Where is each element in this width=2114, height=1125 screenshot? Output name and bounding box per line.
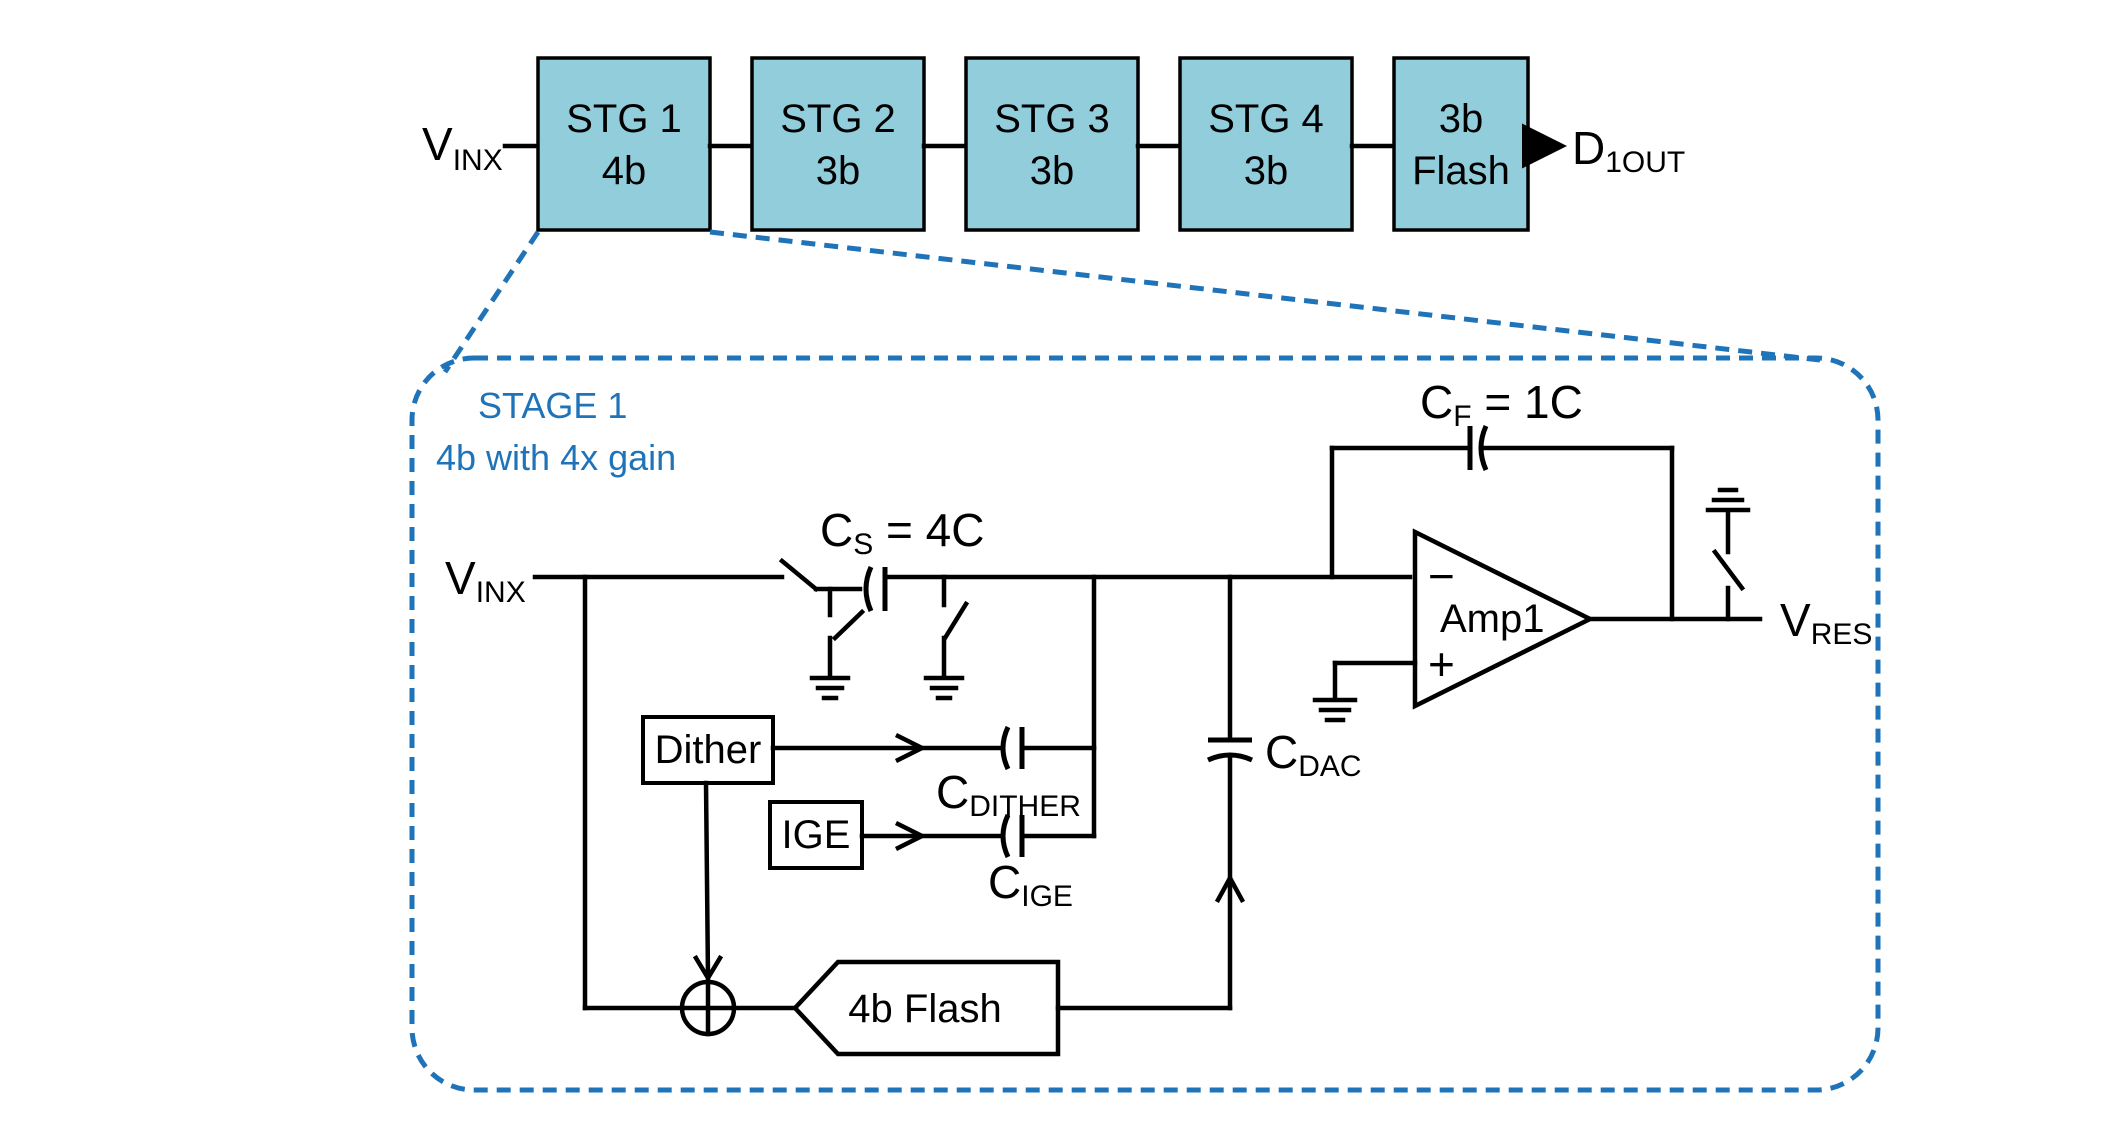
ground-icon (1312, 697, 1358, 723)
dither-arrow (894, 732, 928, 764)
amp1-label: Amp1 (1440, 597, 1545, 641)
stage1-title: STAGE 1 (478, 385, 627, 426)
stage-1-line1: STG 1 (566, 97, 682, 141)
cige-plate-curved (1000, 813, 1011, 859)
stage-box-flash (1392, 56, 1530, 232)
dither-adder-arrow (692, 954, 724, 983)
ige-block (768, 800, 864, 870)
cige-label: CIGE (988, 856, 1073, 913)
ground-icon (923, 675, 965, 701)
ground-icon (1705, 487, 1751, 513)
stage-4-line1: STG 4 (1208, 97, 1324, 141)
pipeline-input-label: VINX (422, 118, 503, 177)
stage1-schematic: VINX CS = 4C Dither (445, 376, 1872, 1057)
amp1-triangle (1412, 528, 1596, 710)
ground-icon (809, 675, 851, 701)
gnd-switch-left-blade (831, 608, 866, 642)
cdither-label: CDITHER (936, 766, 1081, 823)
reset-switch-blade (1711, 548, 1746, 592)
pipeline-output-label: D1OUT (1572, 122, 1685, 179)
input-switch (778, 557, 820, 593)
ige-arrow (894, 820, 928, 852)
stage-box-3 (964, 56, 1140, 232)
stage-2-line1: STG 2 (780, 97, 896, 141)
stage-3-line2: 3b (1030, 149, 1075, 193)
flash-label: 4b Flash (848, 987, 1001, 1031)
stage-box-1 (536, 56, 712, 232)
cs-label: CS = 4C (820, 504, 984, 561)
stage-5-line1: 3b (1439, 97, 1484, 141)
zoom-line-right (709, 229, 1821, 363)
zoom-line-left (442, 230, 541, 374)
amp-minus: − (1428, 550, 1455, 602)
amp-plus: + (1428, 638, 1455, 690)
cdac-arrow (1214, 873, 1246, 904)
stage-box-2 (750, 56, 926, 232)
dither-label: Dither (655, 728, 762, 772)
cdither-plate-curved (1000, 725, 1011, 771)
ige-label: IGE (782, 813, 851, 857)
vres-label: VRES (1780, 594, 1872, 651)
pipeline: VINX STG 1 4b STG 2 3b STG 3 3b STG 4 3b… (422, 56, 1685, 232)
gnd-switch-right-blade (941, 600, 970, 642)
stage-1-line2: 4b (602, 149, 647, 193)
cs-plate-curved (863, 565, 874, 613)
stage-5-line2: Flash (1412, 149, 1510, 193)
dither-to-adder-wire (703, 780, 711, 981)
stage-3-line1: STG 3 (994, 97, 1110, 141)
stage1-detail-frame (409, 355, 1881, 1093)
stage1-subtitle: 4b with 4x gain (436, 437, 676, 478)
stage-4-line2: 3b (1244, 149, 1289, 193)
stage-box-4 (1178, 56, 1354, 232)
stage-2-line2: 3b (816, 149, 861, 193)
cdac-label: CDAC (1265, 726, 1362, 783)
stage1-input-label: VINX (445, 552, 526, 609)
cf-label: CF = 1C (1420, 376, 1583, 433)
